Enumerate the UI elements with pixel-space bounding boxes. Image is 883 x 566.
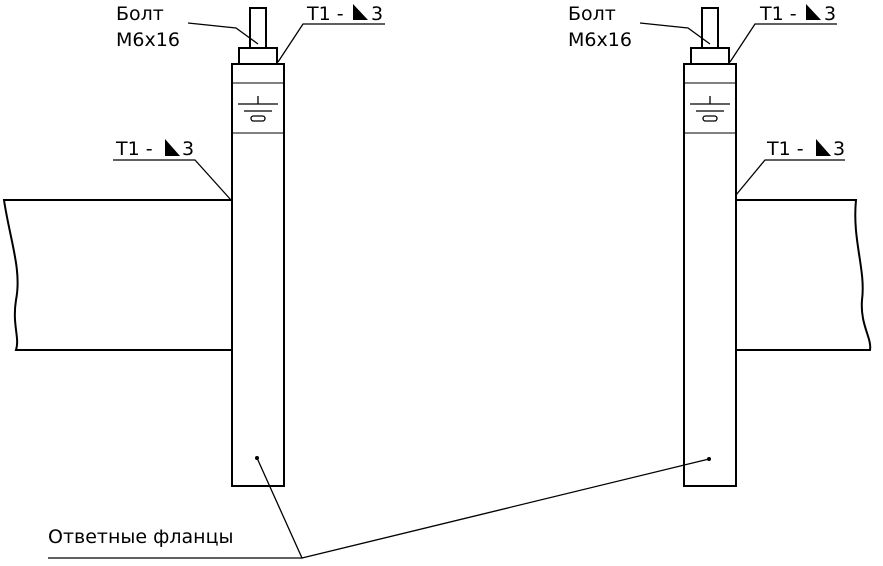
left-weld-side-label: T1 - (115, 138, 159, 160)
right-bolt-label-line1: Болт (568, 3, 616, 25)
fillet-weld-triangle-icon (165, 139, 180, 156)
ground-symbol-icon (238, 96, 278, 122)
right-weld-side-label: T1 - (766, 138, 810, 160)
ground-symbol-icon (690, 96, 730, 122)
left-busbar (2, 199, 232, 351)
left-weld-top-leg: 3 (371, 3, 383, 25)
right-weld-top-leg: 3 (824, 3, 836, 25)
left-assembly (2, 4, 385, 487)
right-weld-side-leg: 3 (833, 138, 845, 160)
left-nut (238, 47, 278, 65)
right-bolt (701, 7, 719, 49)
flanges-label: Ответные фланцы (48, 526, 234, 548)
right-assembly (639, 4, 872, 487)
left-weld-top-label: T1 - (306, 3, 350, 25)
right-nut (690, 47, 730, 65)
right-busbar (735, 199, 872, 351)
fillet-weld-triangle-icon (806, 4, 821, 20)
right-flange-plate (683, 63, 737, 487)
left-bolt-label-line1: Болт (116, 3, 164, 25)
right-bolt-label-line2: М6х16 (568, 29, 632, 51)
right-weld-top-label: T1 - (759, 3, 803, 25)
left-bolt (249, 7, 267, 49)
left-bolt-label-line2: М6х16 (116, 29, 180, 51)
fillet-weld-triangle-icon (816, 139, 831, 156)
fillet-weld-triangle-icon (353, 4, 368, 20)
flanges-leader (48, 456, 711, 559)
left-flange-plate (231, 63, 285, 487)
left-weld-side-leg: 3 (182, 138, 194, 160)
